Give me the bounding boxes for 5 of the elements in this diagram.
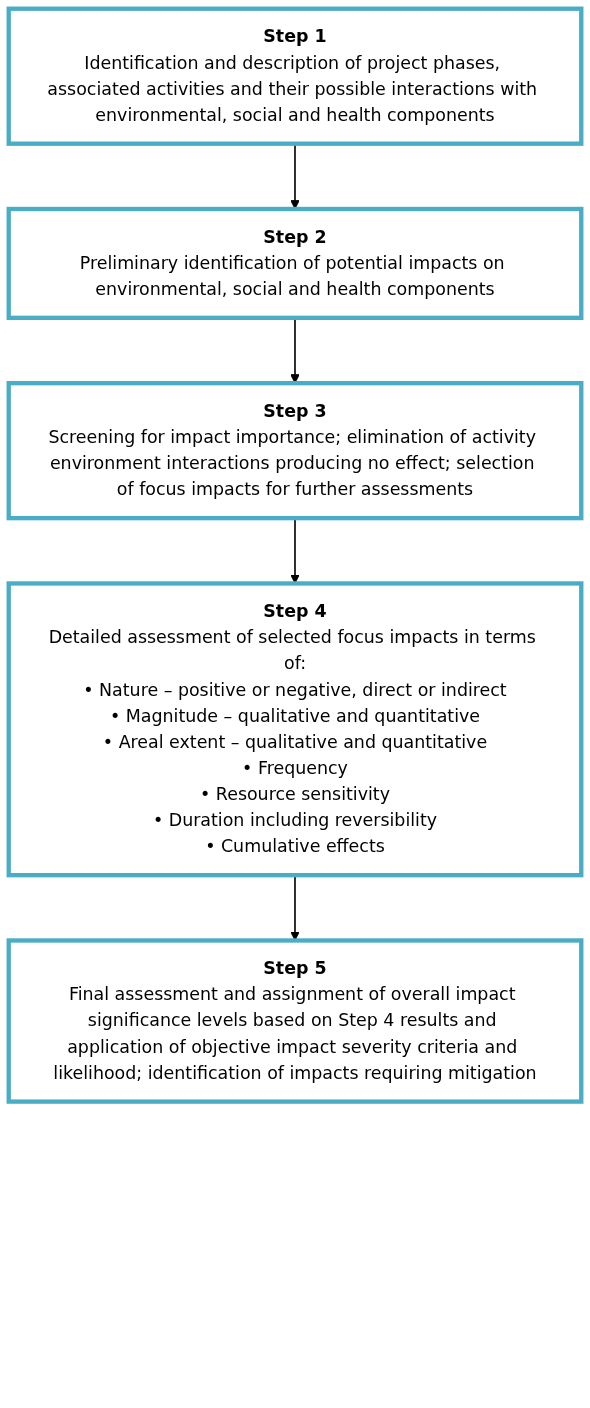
node-box: Step 3 Screening for impact importance; elimination of activity environment interactions producing no effect; selection of focus impacts for further assessments (6, 381, 584, 521)
node-box: Step 1 Identification and description of project phases, associated activities and their possible interactions with environmental, social and health components (6, 6, 584, 146)
node-box: Step 5 Final assessment and assignment of overall impact significance levels based on Step 4 results and application of objective impact severity criteria and likelihood; identification of impacts requiring mitigation (6, 938, 584, 1104)
node-box: Step 4 Detailed assessment of selected focus impacts in terms of: • Nature – positive or negative, direct or indirect • Magnitude – qualitative and quantitative • Areal extent – qualitative and quantitative • Frequency • Resource sensitivity • Duration including reversibility • Cumulative effects (6, 581, 584, 878)
node-box: Step 2 Preliminary identification of potential impacts on environmental, social and health components (6, 206, 584, 321)
